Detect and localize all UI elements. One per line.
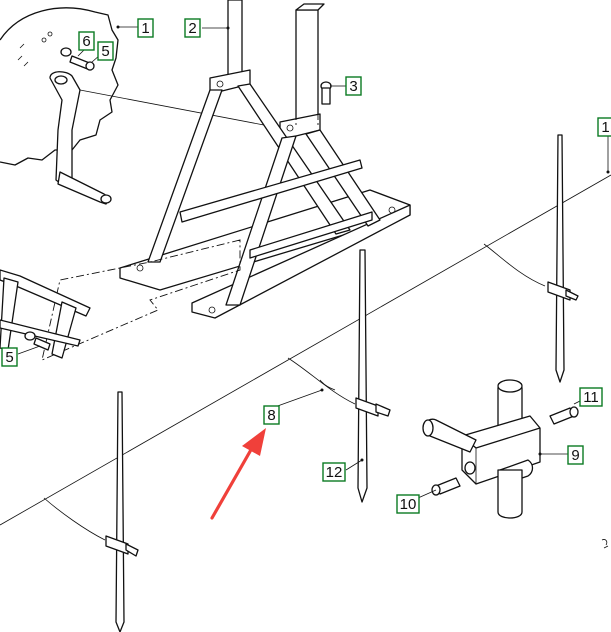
svg-text:11: 11 <box>583 389 599 406</box>
cross-connector <box>422 379 541 519</box>
svg-text:1: 1 <box>601 119 609 136</box>
svg-text:9: 9 <box>571 447 579 464</box>
svg-text:10: 10 <box>400 496 417 513</box>
callout-11: 11 <box>579 387 603 407</box>
svg-text:5: 5 <box>5 349 13 366</box>
ground-line <box>0 174 611 526</box>
bolt-three <box>320 81 332 105</box>
callout-8: 8 <box>263 405 280 425</box>
middle-post <box>287 249 391 503</box>
callout-2: 2 <box>184 18 201 38</box>
crank-arm <box>49 71 112 205</box>
callout-12: 12 <box>322 462 346 482</box>
a-frame-stand <box>119 0 411 319</box>
callout-1-right: 1 <box>597 117 611 137</box>
callout-10: 10 <box>396 494 420 514</box>
leader-lines <box>17 25 610 499</box>
screw-eleven <box>549 406 579 425</box>
svg-text:6: 6 <box>82 33 90 50</box>
screw-ten <box>431 477 461 496</box>
callout-6: 6 <box>78 31 95 51</box>
axle-bracket <box>0 269 91 359</box>
svg-text:12: 12 <box>326 464 343 481</box>
svg-text:1: 1 <box>141 20 149 37</box>
right-post <box>483 134 579 383</box>
red-annotation-arrow <box>210 428 266 520</box>
bolt-and-washer <box>60 47 95 71</box>
callout-9: 9 <box>567 445 584 465</box>
svg-text:5: 5 <box>101 43 109 60</box>
svg-text:8: 8 <box>267 407 275 424</box>
hidden-platform-outline <box>41 239 241 361</box>
svg-text:2: 2 <box>188 20 196 37</box>
left-post <box>43 391 139 632</box>
callout-1: 1 <box>137 18 154 38</box>
callout-5-bottom: 5 <box>1 347 18 367</box>
callout-3: 3 <box>345 76 362 96</box>
svg-text:3: 3 <box>349 78 357 95</box>
callout-5-top: 5 <box>97 41 114 61</box>
